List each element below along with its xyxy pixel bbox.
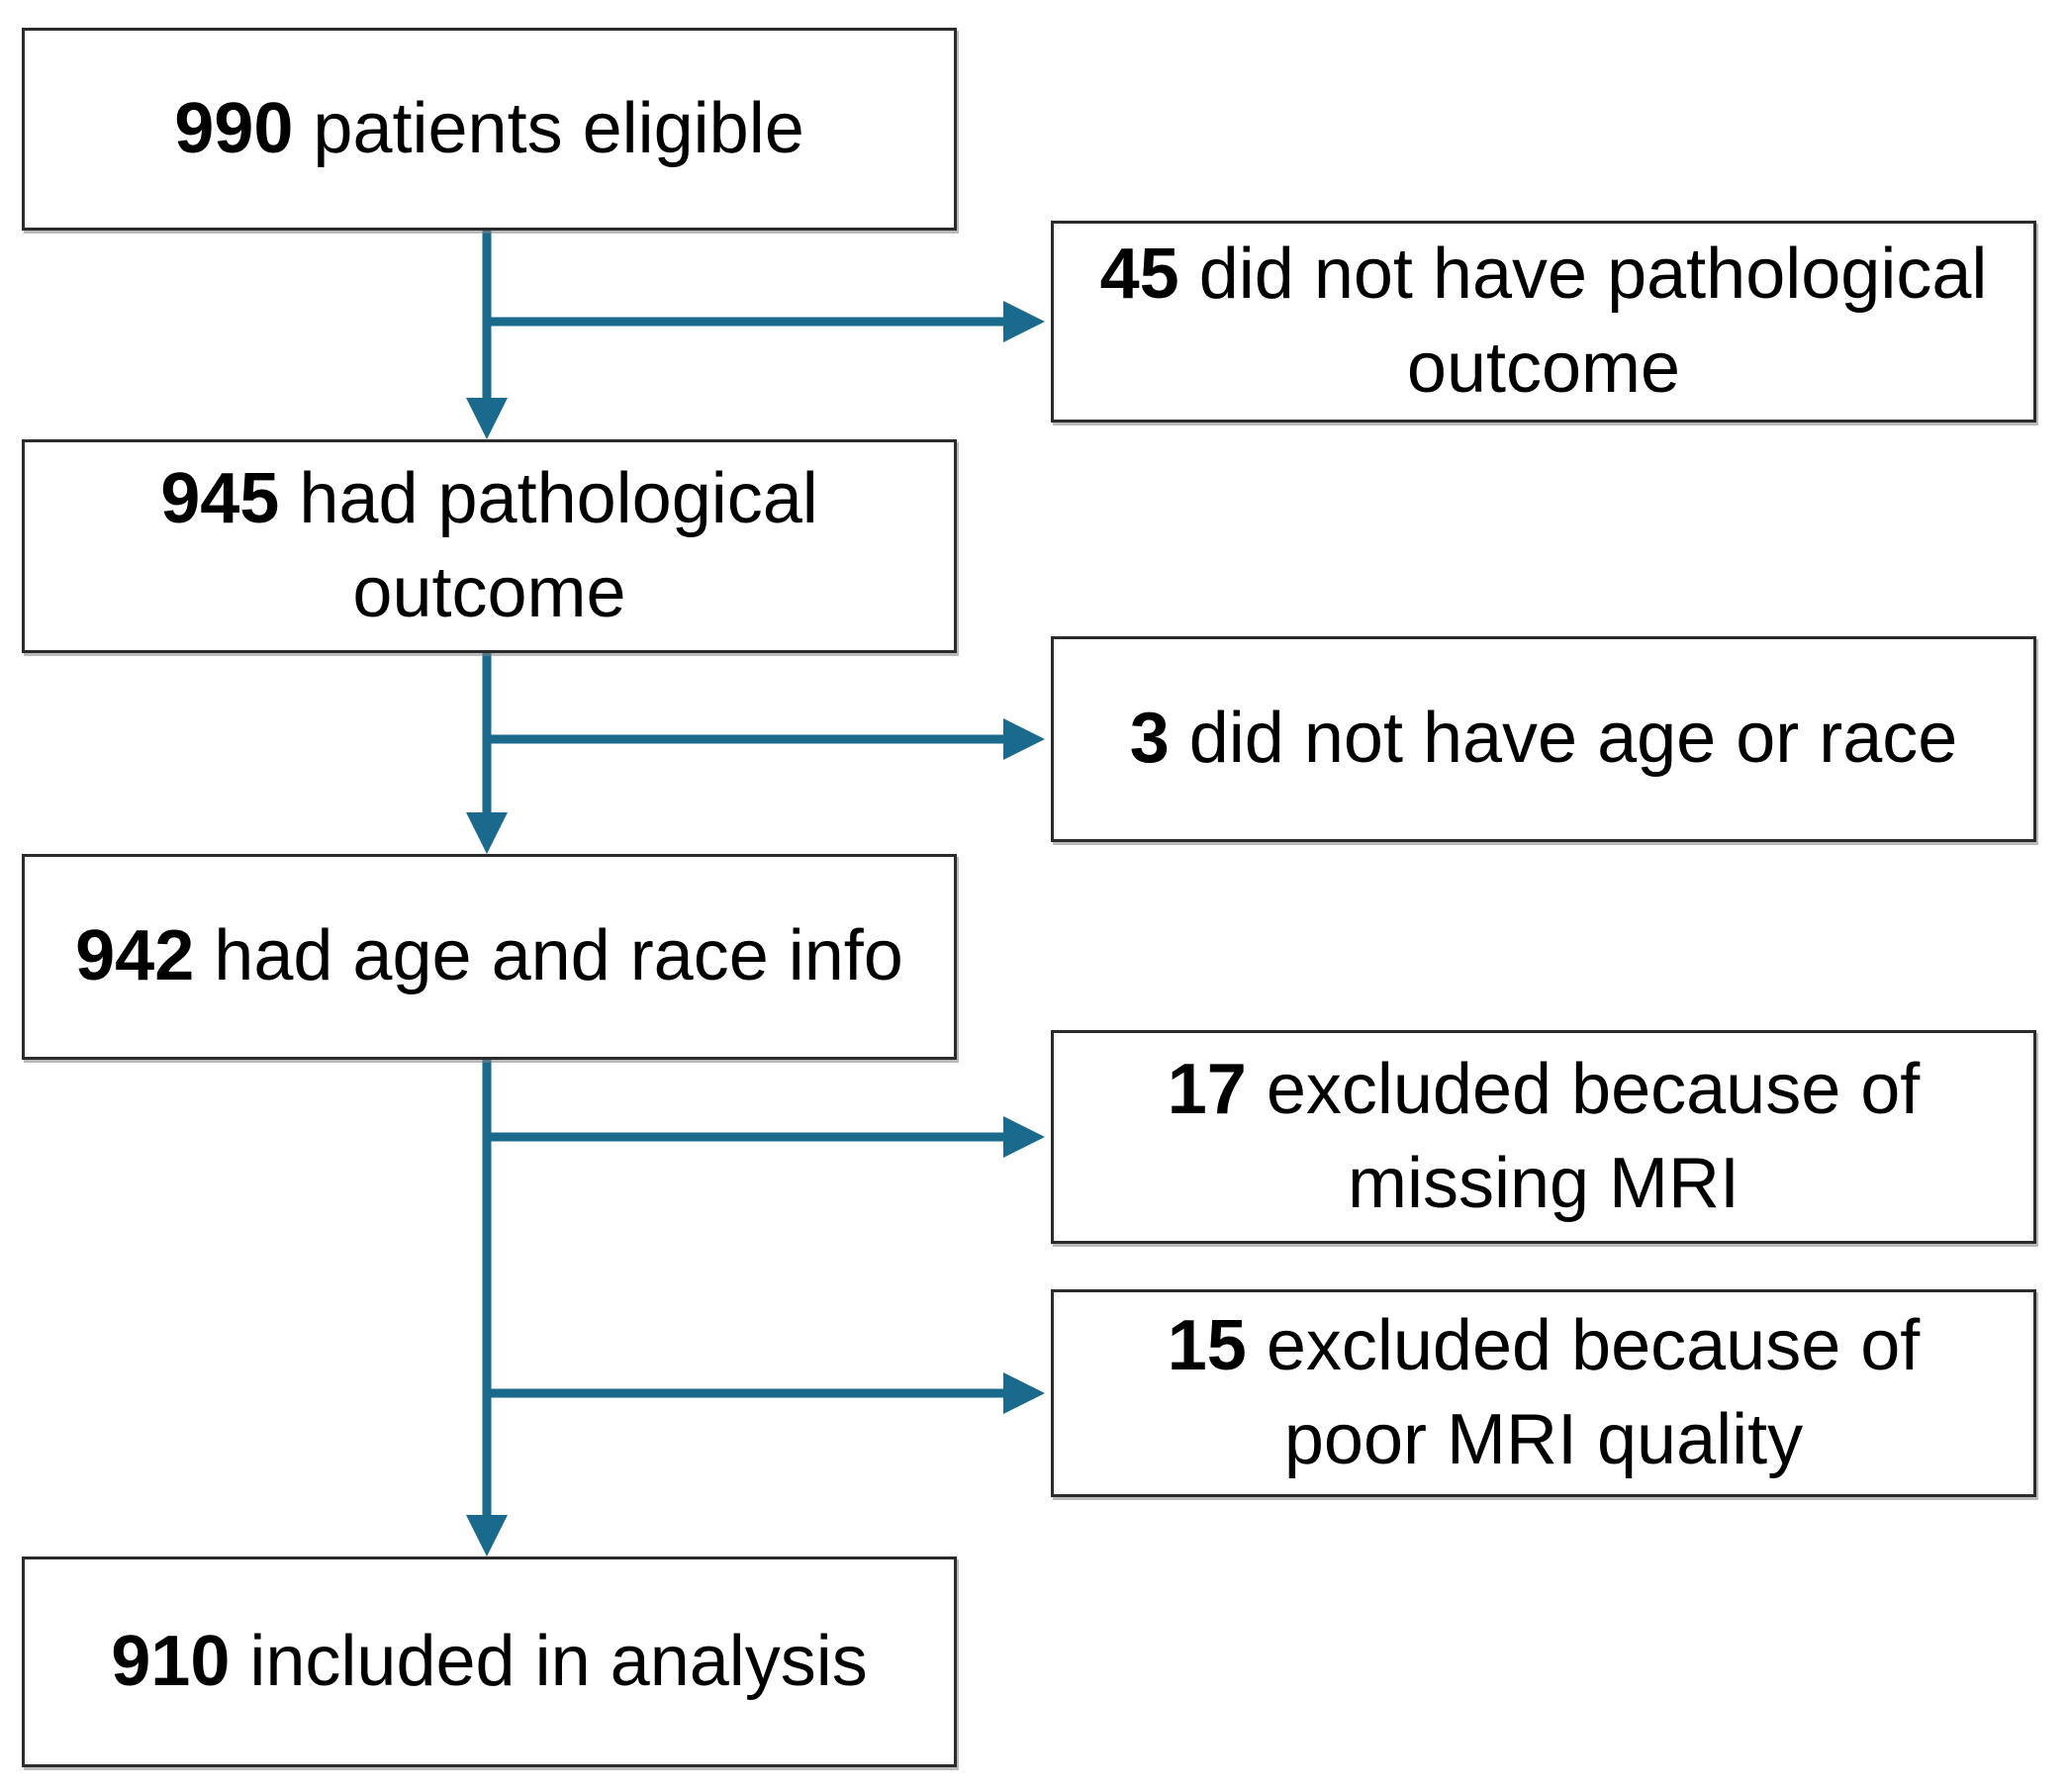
arrow-agerace-to-analysis-head [466,1515,508,1556]
arrow-branch-missing-mri-head [1003,1116,1045,1158]
node-excluded-no-pathological-outcome-label: 45 did not have pathological outcome [1088,228,1999,416]
node-patients-eligible: 990 patients eligible [22,28,957,231]
node-excluded-poor-mri-quality-count: 15 [1167,1305,1247,1385]
node-had-pathological-outcome-text: had pathological outcome [299,458,818,632]
node-excluded-missing-mri-label: 17 excluded because of missing MRI [1148,1043,1939,1231]
node-excluded-missing-mri-text: excluded because of missing MRI [1266,1049,1921,1223]
node-had-pathological-outcome-label: 945 had pathological outcome [104,452,876,640]
arrow-eligible-to-pathological-head [466,398,508,439]
node-excluded-poor-mri-quality-label: 15 excluded because of poor MRI quality [1148,1299,1939,1487]
node-had-age-race-info: 942 had age and race info [22,854,957,1060]
node-excluded-no-age-race-count: 3 [1129,699,1170,779]
node-patients-eligible-text: patients eligible [313,88,804,168]
node-had-pathological-outcome: 945 had pathological outcome [22,439,957,653]
node-patients-eligible-label: 990 patients eligible [174,82,804,176]
arrow-branch-no-pathological-head [1003,301,1045,342]
arrow-branch-no-agerace-head [1003,718,1045,760]
node-had-age-race-info-text: had age and race info [214,916,903,996]
arrow-pathological-to-agerace-head [466,812,508,854]
node-had-age-race-info-label: 942 had age and race info [75,909,903,1003]
arrow-branch-poor-mri-head [1003,1372,1045,1414]
node-included-in-analysis-count: 910 [111,1621,231,1701]
node-excluded-missing-mri-count: 17 [1167,1049,1247,1129]
node-had-pathological-outcome-count: 945 [160,458,280,538]
node-had-age-race-info-count: 942 [75,916,195,996]
node-included-in-analysis-label: 910 included in analysis [111,1615,868,1709]
node-excluded-no-pathological-outcome-text: did not have pathological outcome [1198,234,1988,408]
node-included-in-analysis-text: included in analysis [249,1621,868,1701]
node-excluded-no-pathological-outcome-count: 45 [1099,234,1179,314]
node-excluded-no-age-race: 3 did not have age or race [1051,636,2036,842]
node-excluded-no-pathological-outcome: 45 did not have pathological outcome [1051,221,2036,423]
node-patients-eligible-count: 990 [174,88,294,168]
node-excluded-poor-mri-quality-text: excluded because of poor MRI quality [1266,1305,1921,1479]
node-excluded-missing-mri: 17 excluded because of missing MRI [1051,1030,2036,1244]
node-excluded-poor-mri-quality: 15 excluded because of poor MRI quality [1051,1289,2036,1497]
node-excluded-no-age-race-text: did not have age or race [1188,699,1958,779]
node-excluded-no-age-race-label: 3 did not have age or race [1130,692,1958,786]
node-included-in-analysis: 910 included in analysis [22,1556,957,1767]
